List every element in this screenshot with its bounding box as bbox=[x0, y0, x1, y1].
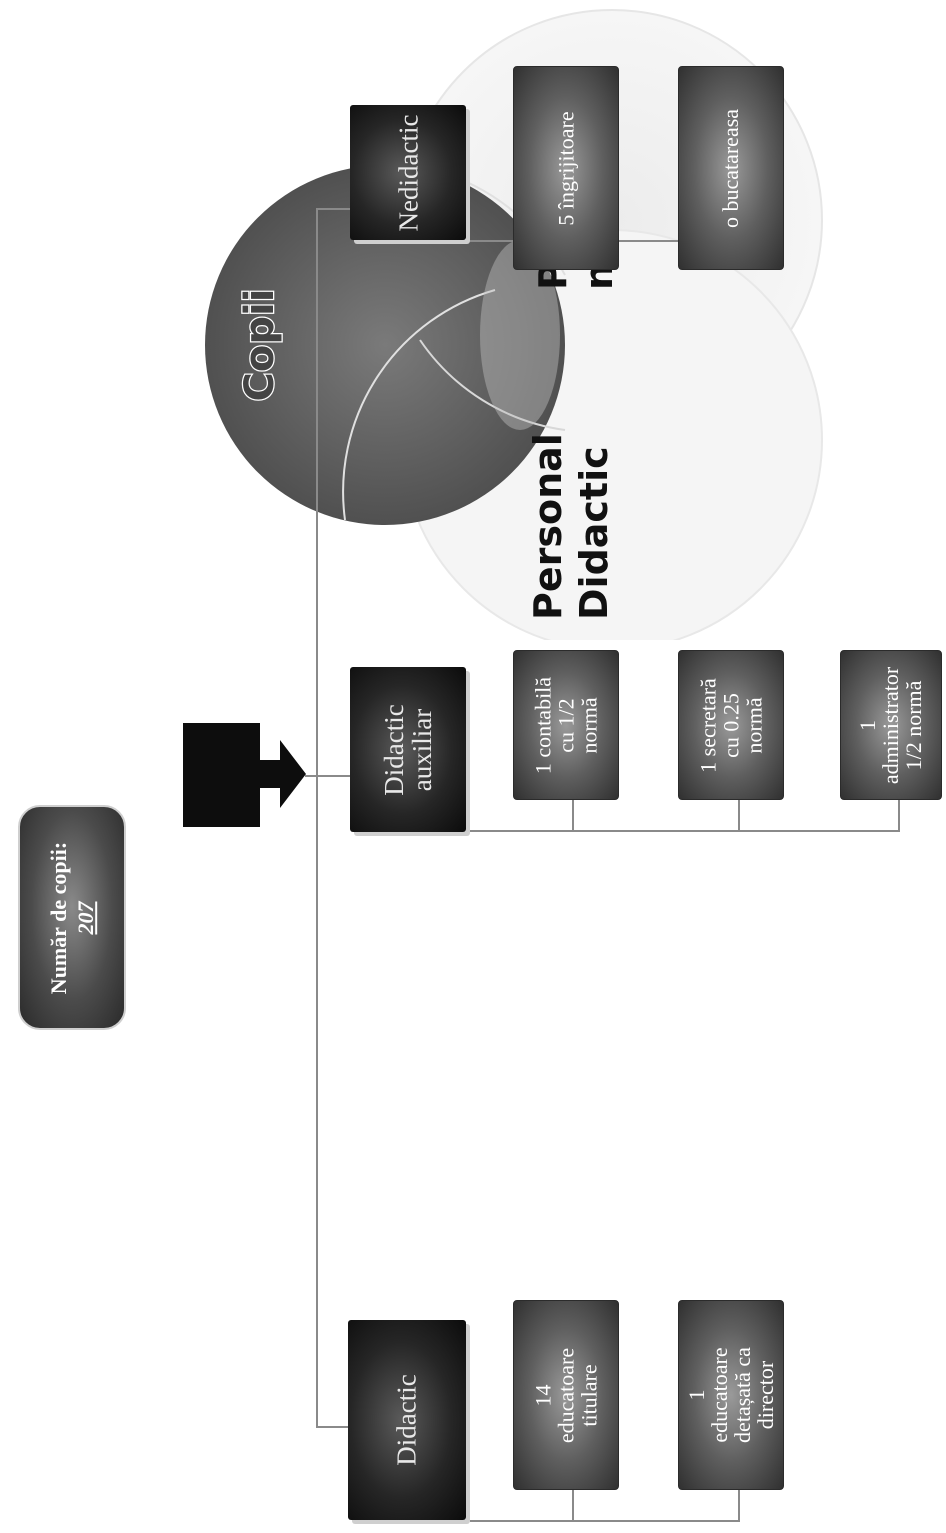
auxiliar-item-2: 1 secretară cu 0.25 normă bbox=[678, 650, 784, 800]
auxiliar-item-1: 1 contabilă cu 1/2 normă bbox=[513, 650, 619, 800]
didactic-item-2: 1 educatoare detașată ca director bbox=[678, 1300, 784, 1490]
category-box-nedidactic: Nedidactic bbox=[350, 105, 466, 240]
didactic-item-1-text: 14 educatoare titulare bbox=[530, 1347, 602, 1443]
venn-overlap-arc-2 bbox=[342, 289, 496, 521]
category-label-nedidactic: Nedidactic bbox=[393, 114, 424, 231]
children-count-box: Număr de copii: 207 bbox=[18, 805, 126, 1030]
category-label-didactic: Didactic bbox=[392, 1374, 422, 1466]
didactic-item-2-text: 1 educatoare detașată ca director bbox=[684, 1347, 778, 1443]
children-count-value: 207 bbox=[73, 901, 98, 934]
connector-branch-didactic bbox=[316, 1426, 350, 1428]
auxiliar-item-1-text: 1 contabilă cu 1/2 normă bbox=[530, 676, 602, 774]
auxiliar-item-3: 1 administrator 1/2 normă bbox=[840, 650, 942, 800]
connector-branch-nedidactic bbox=[316, 208, 350, 210]
connector-didactic-spine bbox=[470, 1520, 740, 1522]
children-count-text: Număr de copii: 207 bbox=[45, 841, 99, 993]
venn-label-didactic-line-2: Didactic bbox=[572, 446, 616, 620]
venn-label-didactic-line-1: Personal bbox=[526, 433, 570, 620]
connector-main-vertical bbox=[316, 210, 318, 1428]
category-label-auxiliar: Didactic auxiliar bbox=[379, 703, 437, 796]
arrow-right-icon bbox=[258, 740, 306, 808]
connector-auxiliar-item1 bbox=[572, 800, 574, 831]
category-box-auxiliar: Didactic auxiliar bbox=[350, 667, 466, 832]
venn-circle-copii bbox=[205, 165, 565, 525]
nedidactic-item-2: o bucatareasa bbox=[678, 66, 784, 270]
venn-label-didactic: Personal Didactic bbox=[525, 420, 625, 620]
didactic-item-1: 14 educatoare titulare bbox=[513, 1300, 619, 1490]
auxiliar-item-2-text: 1 secretară cu 0.25 normă bbox=[695, 677, 767, 773]
category-box-didactic: Didactic bbox=[348, 1320, 466, 1520]
connector-didactic-item1 bbox=[572, 1490, 574, 1521]
children-count-label: Număr de copii: bbox=[46, 841, 71, 994]
connector-didactic-item2 bbox=[738, 1490, 740, 1521]
venn-center-label: Copii bbox=[237, 289, 283, 402]
root-block bbox=[183, 723, 260, 827]
auxiliar-item-3-text: 1 administrator 1/2 normă bbox=[855, 666, 927, 784]
connector-auxiliar-item3 bbox=[898, 800, 900, 831]
venn-overlap-highlight bbox=[480, 240, 560, 430]
connector-auxiliar-item2 bbox=[738, 800, 740, 831]
venn-diagram: Copii bbox=[205, 9, 823, 640]
venn-overlap-arc-3 bbox=[419, 339, 566, 431]
nedidactic-item-1-text: 5 îngrijitoare bbox=[553, 110, 579, 226]
nedidactic-item-1: 5 îngrijitoare bbox=[513, 66, 619, 270]
connector-auxiliar-spine bbox=[470, 830, 900, 832]
connector-branch-auxiliar bbox=[316, 775, 350, 777]
connector-trunk bbox=[305, 775, 317, 777]
nedidactic-item-2-text: o bucatareasa bbox=[718, 108, 744, 228]
